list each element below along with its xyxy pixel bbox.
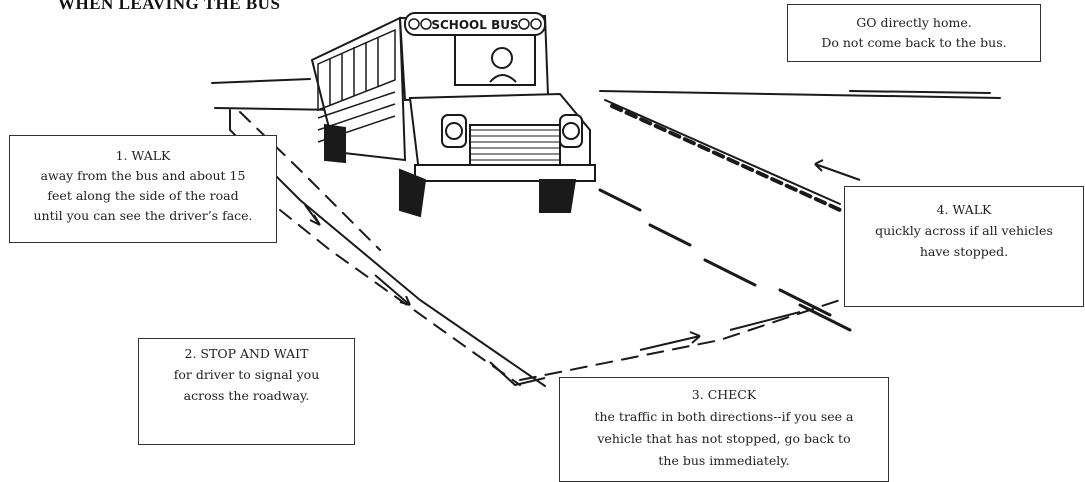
step-4-title: 4. WALK <box>845 199 1083 220</box>
school-bus <box>312 16 595 216</box>
arrow-toward-stop <box>375 275 410 305</box>
arrow-stop-corner <box>490 362 545 385</box>
lane-dashes <box>600 190 830 315</box>
step-go-home-box: GO directly home. Do not come back to th… <box>787 4 1041 62</box>
page-heading: WHEN LEAVING THE BUS <box>58 0 280 14</box>
step-4-line2: have stopped. <box>845 241 1083 262</box>
bus-sign-text: SCHOOL BUS <box>431 18 518 32</box>
go-home-line1: GO directly home. <box>788 13 1040 33</box>
step-3-check-box: 3. CHECK the traffic in both directions-… <box>559 377 889 482</box>
step-1-line3: until you can see the driver’s face. <box>10 206 276 226</box>
step-4-line1: quickly across if all vehicles <box>845 220 1083 241</box>
step-2-title: 2. STOP AND WAIT <box>139 343 354 364</box>
step-1-line1: away from the bus and about 15 <box>10 166 276 186</box>
step-2-stop-box: 2. STOP AND WAIT for driver to signal yo… <box>138 338 355 445</box>
step-3-line2: vehicle that has not stopped, go back to <box>560 428 888 450</box>
step-2-line2: across the roadway. <box>139 385 354 406</box>
step-1-walk-box: 1. WALK away from the bus and about 15 f… <box>9 135 277 243</box>
step-3-title: 3. CHECK <box>560 384 888 406</box>
step-2-line1: for driver to signal you <box>139 364 354 385</box>
step-3-line3: the bus immediately. <box>560 450 888 472</box>
step-1-line2: feet along the side of the road <box>10 186 276 206</box>
arrow-home <box>815 160 860 180</box>
go-home-line2: Do not come back to the bus. <box>788 33 1040 53</box>
step-3-line1: the traffic in both directions--if you s… <box>560 406 888 428</box>
step-1-title: 1. WALK <box>10 146 276 166</box>
step-4-walk-box: 4. WALK quickly across if all vehicles h… <box>844 186 1084 307</box>
road-right-edge <box>605 100 840 204</box>
arrow-cross <box>640 332 700 350</box>
